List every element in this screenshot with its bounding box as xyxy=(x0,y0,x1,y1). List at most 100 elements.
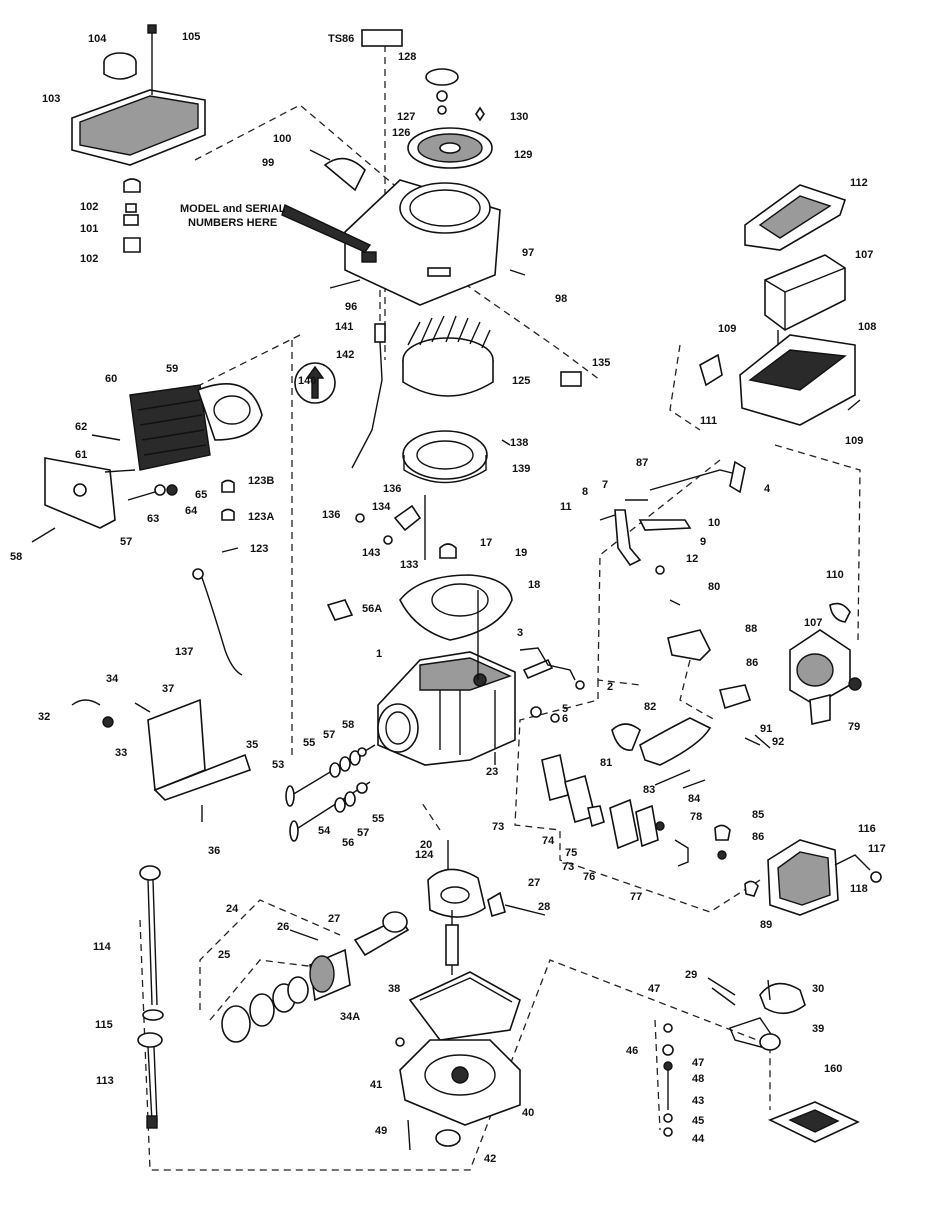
carburetor xyxy=(718,602,862,725)
callout-c45: 45 xyxy=(692,1115,704,1127)
callout-c84: 84 xyxy=(688,793,701,805)
callout-c83: 83 xyxy=(643,784,655,796)
callout-c87: 87 xyxy=(636,457,648,469)
callout-c135: 135 xyxy=(592,357,610,369)
callout-c107b: 107 xyxy=(804,617,822,629)
callout-c143: 143 xyxy=(362,547,380,559)
callout-c99: 99 xyxy=(262,157,274,169)
callout-c55a: 55 xyxy=(303,737,315,749)
callout-c116: 116 xyxy=(858,823,876,835)
callout-c56b: 56 xyxy=(342,837,354,849)
callout-c126: 126 xyxy=(392,127,410,139)
control-bracket xyxy=(71,698,252,822)
callout-c33: 33 xyxy=(115,747,127,759)
callout-c110: 110 xyxy=(826,569,844,581)
callout-c109a: 109 xyxy=(718,323,736,335)
callout-c57b: 57 xyxy=(323,729,335,741)
callout-c141: 141 xyxy=(335,321,353,333)
callout-c140: 140 xyxy=(298,375,316,387)
camshaft-lifters xyxy=(662,977,860,1143)
callout-c7: 7 xyxy=(602,479,608,491)
callout-c37: 37 xyxy=(162,683,174,695)
callout-c36: 36 xyxy=(208,845,220,857)
breather-and-ignition xyxy=(326,495,513,641)
callout-c24: 24 xyxy=(226,903,239,915)
callout-c136a: 136 xyxy=(383,483,401,495)
callout-c47a: 47 xyxy=(648,983,660,995)
callout-c79: 79 xyxy=(848,721,860,733)
callout-c92: 92 xyxy=(772,736,784,748)
muffler xyxy=(744,839,882,916)
callout-c42: 42 xyxy=(484,1153,496,1165)
callout-c127: 127 xyxy=(397,111,415,123)
callout-c111: 111 xyxy=(700,415,717,427)
note-line-2: NUMBERS HERE xyxy=(188,217,277,229)
callout-c56a: 56A xyxy=(362,603,382,615)
callout-c101: 101 xyxy=(80,223,98,235)
callout-c102a: 102 xyxy=(80,201,98,213)
callout-c49: 49 xyxy=(375,1125,387,1137)
dipstick-tube xyxy=(137,865,164,1129)
callout-c123b: 123B xyxy=(248,475,274,487)
callout-c107a: 107 xyxy=(855,249,873,261)
callout-c40: 40 xyxy=(522,1107,534,1119)
callout-c88: 88 xyxy=(745,623,757,635)
callout-c109b: 109 xyxy=(845,435,863,447)
callout-c20: 20 xyxy=(420,839,432,851)
callout-c27b: 27 xyxy=(328,913,340,925)
blower-housing xyxy=(281,29,526,306)
callout-c28: 28 xyxy=(538,901,550,913)
callout-c54: 54 xyxy=(318,825,331,837)
callout-c118: 118 xyxy=(850,883,868,895)
callout-c108: 108 xyxy=(858,321,876,333)
callout-c64: 64 xyxy=(185,505,198,517)
callout-c2: 2 xyxy=(607,681,613,693)
air-filter-box xyxy=(699,184,861,426)
callout-c124: 124 xyxy=(415,849,434,861)
callout-c58b: 58 xyxy=(342,719,354,731)
callout-c4: 4 xyxy=(764,483,771,495)
callout-c57: 57 xyxy=(120,536,132,548)
callout-c114: 114 xyxy=(93,941,112,953)
callout-c130: 130 xyxy=(510,111,528,123)
callout-c9: 9 xyxy=(700,536,706,548)
callout-c74: 74 xyxy=(542,835,555,847)
callout-c80: 80 xyxy=(708,581,720,593)
callout-c61: 61 xyxy=(75,449,87,461)
callout-c142: 142 xyxy=(336,349,354,361)
callout-c85: 85 xyxy=(752,809,764,821)
callout-c123: 123 xyxy=(250,543,268,555)
callout-c129: 129 xyxy=(514,149,532,161)
callout-c112: 112 xyxy=(850,177,868,189)
callout-c41: 41 xyxy=(370,1079,382,1091)
callout-c100: 100 xyxy=(273,133,291,145)
callout-c102b: 102 xyxy=(80,253,98,265)
callout-c117: 117 xyxy=(868,843,886,855)
callout-c48: 48 xyxy=(692,1073,704,1085)
callout-c44: 44 xyxy=(692,1133,705,1145)
callout-c115: 115 xyxy=(95,1019,113,1031)
callout-c104: 104 xyxy=(88,33,107,45)
callout-c47b: 47 xyxy=(692,1057,704,1069)
callout-c98: 98 xyxy=(555,293,567,305)
note-line-1: MODEL and SERIAL xyxy=(180,203,286,215)
callout-c18: 18 xyxy=(528,579,540,591)
callout-c57c: 57 xyxy=(357,827,369,839)
callout-c96: 96 xyxy=(345,301,357,313)
callout-c86: 86 xyxy=(746,657,758,669)
callout-c62: 62 xyxy=(75,421,87,433)
callout-c12: 12 xyxy=(686,553,698,565)
governor-linkage xyxy=(519,460,746,690)
air-cleaner-assembly xyxy=(71,24,206,253)
callout-c10: 10 xyxy=(708,517,720,529)
crankshaft-piston xyxy=(221,840,546,1043)
callout-c78: 78 xyxy=(690,811,702,823)
valves-and-springs xyxy=(285,744,376,842)
callout-c3: 3 xyxy=(517,627,523,639)
callout-c134: 134 xyxy=(372,501,391,513)
crankcase-sump xyxy=(395,971,521,1151)
callout-c32: 32 xyxy=(38,711,50,723)
